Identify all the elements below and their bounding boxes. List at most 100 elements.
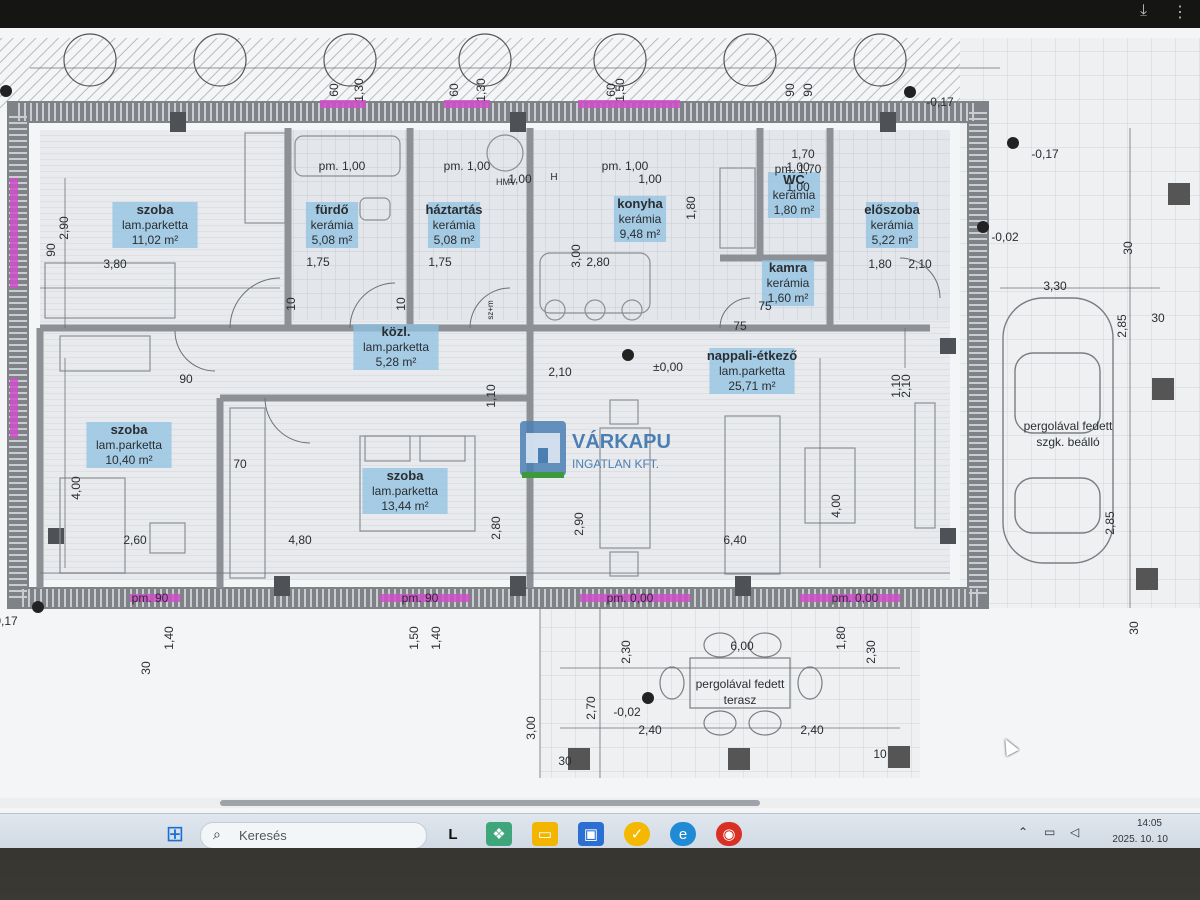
furniture	[44, 132, 936, 579]
window-sill-label: pm. 90	[132, 591, 169, 605]
chevron-up-icon[interactable]: ⌃	[1018, 825, 1029, 839]
dimension-label: 2,80	[586, 255, 610, 269]
label-highlight	[761, 260, 815, 306]
clock-date[interactable]: 2025. 10. 10	[1112, 834, 1168, 845]
level-label: -0,17	[1031, 147, 1059, 161]
level-markers	[0, 85, 1019, 704]
dimension-label: 1,40	[162, 626, 176, 650]
dimension-label: 1,80	[868, 257, 892, 271]
level-label: ±0,00	[653, 360, 683, 374]
dimension-label: 6,40	[723, 533, 747, 547]
room-floor: lam.parketta	[122, 218, 188, 232]
dimension-label: 30	[139, 661, 153, 675]
dimension-label: 1,40	[429, 626, 443, 650]
washer-label: sz+m	[486, 300, 495, 320]
dimension-label: 1,75	[428, 255, 452, 269]
folder-icon[interactable]: ▭	[532, 822, 558, 846]
dimension-label: 3,00	[524, 716, 538, 740]
dimension-label: 10	[284, 297, 298, 311]
room-floor: lam.parketta	[363, 340, 429, 354]
edge-icon[interactable]: e	[670, 822, 696, 846]
dimension-label: 90	[44, 243, 58, 257]
room-name: előszoba	[864, 202, 920, 217]
room-floor: kerámia	[871, 218, 914, 232]
terrace-label: pergolával fedett	[696, 677, 785, 691]
windows	[10, 100, 900, 602]
dimension-label: 2,80	[489, 516, 503, 540]
trees	[63, 33, 907, 87]
volume-icon[interactable]: ◁	[1070, 825, 1080, 839]
door-swings	[174, 257, 941, 444]
label-highlight	[767, 172, 821, 218]
dimension-label: 4,00	[829, 494, 843, 518]
terrace-label: terasz	[724, 693, 757, 707]
label-highlight	[112, 202, 198, 248]
dimension-label: 60	[447, 83, 461, 97]
car-outline	[1002, 297, 1114, 564]
logo-subtitle: INGATLAN KFT.	[572, 457, 659, 471]
dimension-label: 1,80	[684, 196, 698, 220]
label-highlight	[362, 468, 448, 514]
dimension-label: 2,90	[57, 216, 71, 240]
scrollbar-thumb[interactable]	[220, 800, 760, 806]
dimension-label: 75	[758, 299, 772, 313]
room-area: 11,02 m²	[132, 233, 178, 247]
dimension-label: 1,30	[352, 78, 366, 102]
boiler-label: HMV	[496, 177, 516, 187]
dimension-label: 3,30	[1043, 279, 1067, 293]
dimension-label: 1,00	[508, 172, 532, 186]
network-icon[interactable]: ▭	[1044, 825, 1056, 839]
chrome-icon[interactable]: ◉	[716, 822, 742, 846]
dimension-label: 30	[1127, 621, 1141, 635]
room-floor: kerámia	[767, 276, 810, 290]
more-icon[interactable]: ⋮	[1172, 4, 1188, 21]
dimension-lines	[30, 67, 1160, 778]
dimension-label: 1,80	[834, 626, 848, 650]
varkapu-logo	[520, 421, 566, 478]
start-icon[interactable]: ⊞	[165, 821, 185, 846]
horizontal-scrollbar[interactable]	[0, 798, 1200, 808]
dimension-label: 2,85	[1115, 314, 1129, 338]
dimension-label: 30	[1121, 241, 1135, 255]
room-name: szoba	[137, 202, 175, 217]
windows-taskbar: ⊞ ⌕ Keresés L ❖ ▭ ▣ ✓ e ◉ ⌃ ▭ ◁ 14:05 20…	[0, 813, 1200, 848]
window-sill-label: pm. 1,00	[602, 159, 649, 173]
label-highlight	[427, 202, 481, 248]
dimension-label: 2,10	[548, 365, 572, 379]
room-name: fürdő	[315, 202, 348, 217]
viewer-topbar: ⤓ ⋮	[0, 0, 1200, 30]
dimension-label: 2,40	[638, 723, 662, 737]
dimension-label: 30	[558, 754, 572, 768]
widgets-icon[interactable]: L	[448, 825, 458, 843]
carport-label: pergolával fedett	[1024, 419, 1113, 433]
label-highlight	[865, 202, 919, 248]
window-sill-label: pm. 90	[402, 591, 439, 605]
carport-label: szgk. beálló	[1036, 435, 1100, 449]
norton-icon[interactable]: ✓	[624, 822, 650, 846]
window-sill-label: pm. 1,00	[444, 159, 491, 173]
dimension-label: 90	[179, 372, 193, 386]
room-floor: lam.parketta	[719, 364, 785, 378]
dimension-label: 1,10	[484, 384, 498, 408]
dimension-label: 2,30	[864, 640, 878, 664]
room-area: 5,28 m²	[376, 355, 417, 369]
clock-time[interactable]: 14:05	[1136, 818, 1162, 829]
dimension-label: 3,80	[103, 257, 127, 271]
search-icon: ⌕	[213, 826, 221, 842]
room-area: 1,80 m²	[774, 203, 815, 217]
store-icon[interactable]: ▣	[578, 822, 604, 846]
room-name: háztartás	[425, 202, 482, 217]
search-box[interactable]: ⌕ Keresés	[200, 822, 427, 848]
room-floor: kerámia	[773, 188, 816, 202]
level-label: -0,02	[613, 705, 641, 719]
room-name: szoba	[387, 468, 425, 483]
download-icon[interactable]: ⤓	[1140, 2, 1148, 19]
fridge-label: H	[550, 172, 557, 183]
dimension-label: 1,10	[889, 374, 903, 398]
explorer-icon[interactable]: ❖	[486, 822, 512, 846]
dimension-label: 10	[873, 747, 887, 761]
system-tray: ⌃ ▭ ◁ 14:05 2025. 10. 10	[1000, 814, 1200, 848]
